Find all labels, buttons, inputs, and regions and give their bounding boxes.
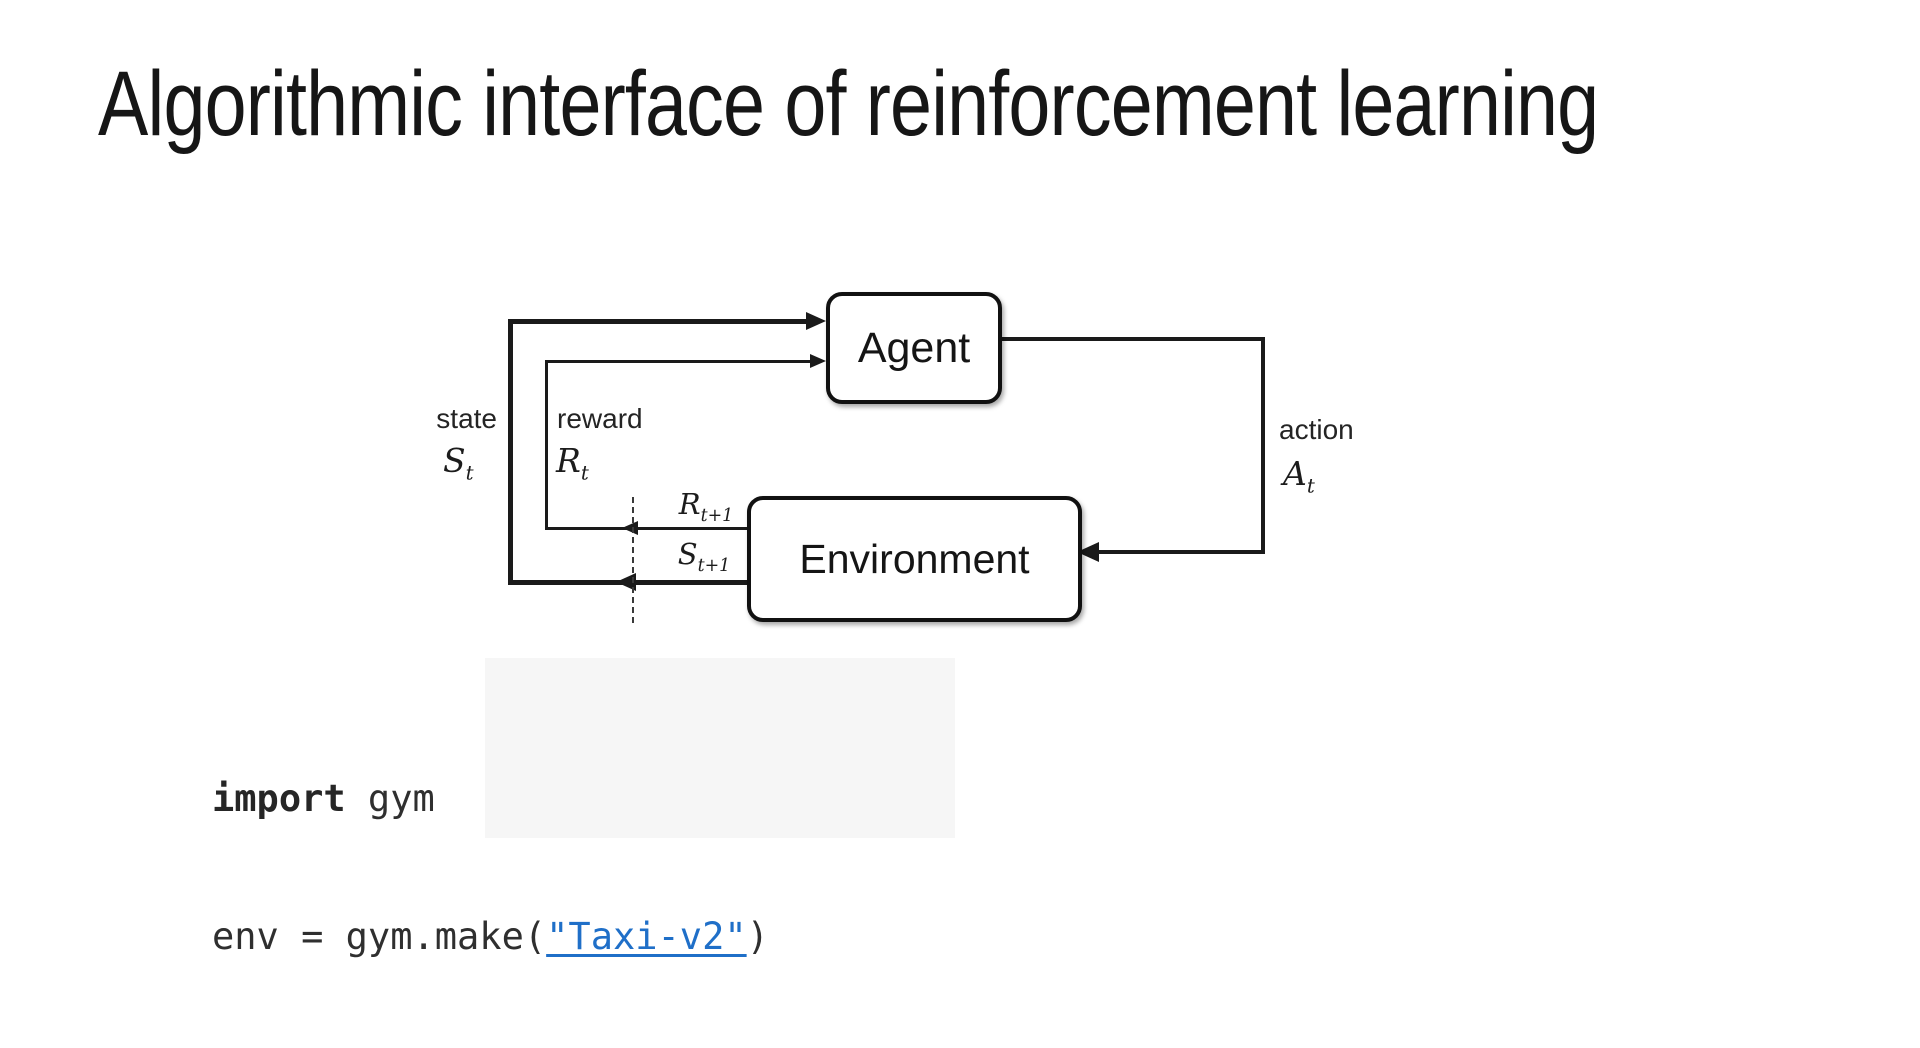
state-line-left bbox=[508, 319, 513, 585]
arrowhead-state-next-icon bbox=[616, 573, 636, 591]
state-label: state bbox=[436, 403, 497, 434]
reward-symbol: Rt bbox=[556, 441, 589, 485]
code-snippet: import gym env = gym.make("Taxi-v2") obs… bbox=[212, 684, 1415, 1048]
environment-label: Environment bbox=[799, 535, 1030, 582]
action-line-top bbox=[994, 337, 1265, 341]
action-symbol: At bbox=[1283, 454, 1315, 498]
keyword-import: import bbox=[212, 777, 346, 820]
arrowhead-reward-next-icon bbox=[622, 521, 638, 535]
slide-title: Algorithmic interface of reinforcement l… bbox=[98, 53, 1599, 155]
reward-line-top bbox=[546, 360, 810, 363]
environment-box: Environment bbox=[747, 496, 1082, 622]
agent-box: Agent bbox=[826, 292, 1002, 404]
arrowhead-reward-into-agent-icon bbox=[810, 354, 826, 368]
action-label: action bbox=[1279, 414, 1354, 445]
action-line-right bbox=[1261, 337, 1265, 554]
reward-next-line bbox=[546, 527, 747, 530]
state-symbol: St bbox=[443, 441, 474, 485]
code-image-background bbox=[485, 658, 955, 838]
reward-line-left bbox=[545, 360, 548, 530]
reward-label: reward bbox=[557, 403, 643, 434]
action-line-bottom bbox=[1077, 550, 1265, 554]
taxi-v2-link[interactable]: "Taxi-v2" bbox=[546, 915, 747, 958]
agent-label: Agent bbox=[857, 323, 971, 372]
code-line: env = gym.make("Taxi-v2") bbox=[212, 915, 769, 958]
timestep-dashed-line bbox=[632, 497, 634, 623]
arrowhead-action-into-environment-icon bbox=[1077, 542, 1099, 562]
state-line-top bbox=[510, 319, 806, 324]
reward-next-symbol: Rt+1 bbox=[678, 487, 734, 526]
arrowhead-state-into-agent-icon bbox=[806, 312, 826, 330]
state-next-symbol: St+1 bbox=[677, 537, 731, 576]
code-line: import gym bbox=[212, 777, 435, 820]
